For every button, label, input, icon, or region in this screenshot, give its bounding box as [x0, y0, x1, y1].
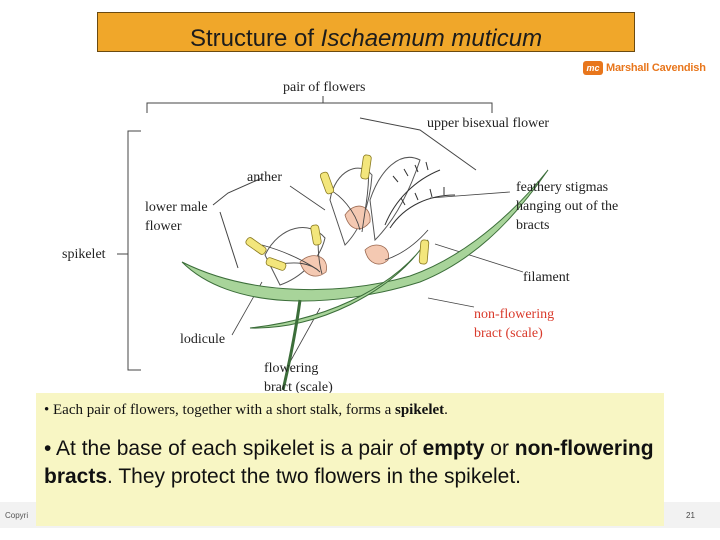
anthers [245, 154, 430, 271]
label-flowering-bract: flowering bract (scale) [264, 359, 333, 397]
upper-flower-bracket [359, 117, 477, 171]
note-bullet-1: • Each pair of flowers, together with a … [44, 402, 448, 419]
note-bullet-2: • At the base of each spikelet is a pair… [44, 435, 656, 491]
slide-title: Structure of Ischaemum muticum [98, 25, 634, 53]
label-pair-of-flowers: pair of flowers [283, 80, 366, 95]
label-filament: filament [523, 270, 570, 285]
logo-mark: mc [583, 61, 603, 75]
label-spikelet: spikelet [62, 247, 106, 262]
label-upper-bisexual-flower: upper bisexual flower [427, 116, 550, 131]
notes-panel: • Each pair of flowers, together with a … [36, 393, 664, 526]
publisher-logo: mc Marshall Cavendish [583, 60, 706, 76]
label-anther: anther [247, 170, 282, 185]
note-2-bold-empty: empty [422, 437, 485, 460]
title-species-name: Ischaemum muticum [320, 25, 543, 52]
label-lower-male-flower-line1: lower male [145, 200, 208, 215]
upper-flower-glume-2 [329, 167, 373, 246]
non-flowering-bract [181, 169, 549, 302]
label-flowering-bract-line2: bract (scale) [264, 380, 333, 395]
label-lower-male-flower: lower male flower [145, 198, 208, 236]
lower-flower-bracket [212, 177, 263, 269]
label-non-flowering-bract: non-flowering bract (scale) [474, 305, 554, 343]
spikelet-diagram [117, 96, 549, 391]
label-feathery-stigmas-line1: feathery stigmas [516, 180, 609, 195]
feathery-stigmas [384, 161, 456, 229]
label-flowering-bract-line1: flowering [264, 361, 319, 376]
label-feathery-stigmas-line2: hanging out of the [516, 199, 619, 214]
slide-title-box: Structure of Ischaemum muticum [97, 12, 635, 52]
pair-of-flowers-bracket [146, 96, 493, 113]
label-non-flowering-bract-line1: non-flowering [474, 307, 555, 322]
spikelet-bracket [127, 130, 141, 371]
page-number: 21 [686, 511, 695, 520]
label-feathery-stigmas: feathery stigmas hanging out of the brac… [516, 178, 618, 235]
label-brackets [117, 96, 493, 371]
lower-flower-glume [264, 227, 326, 286]
label-lodicule: lodicule [180, 332, 226, 347]
spikelet-stalk [281, 299, 302, 391]
pink-petals [299, 205, 389, 277]
label-feathery-stigmas-line3: bracts [516, 218, 550, 233]
note-2-bold-bracts: non-flowering bracts [44, 437, 654, 488]
note-1-text: • Each pair of flowers, together with a … [44, 402, 395, 418]
note-2-mid: or [484, 437, 515, 460]
note-2-text: • At the base of each spikelet is a pair… [44, 437, 423, 460]
label-lower-male-flower-line2: flower [145, 219, 182, 234]
copyright-text: Copyri [5, 511, 29, 520]
title-prefix: Structure of [189, 25, 321, 52]
upper-flower-glume [369, 156, 421, 242]
note-2-suffix: . They protect the two flowers in the sp… [107, 465, 522, 488]
logo-text: Marshall Cavendish [606, 62, 706, 74]
note-1-suffix: . [444, 402, 448, 418]
note-1-bold: spikelet [394, 402, 445, 418]
label-non-flowering-bract-line2: bract (scale) [474, 326, 543, 341]
